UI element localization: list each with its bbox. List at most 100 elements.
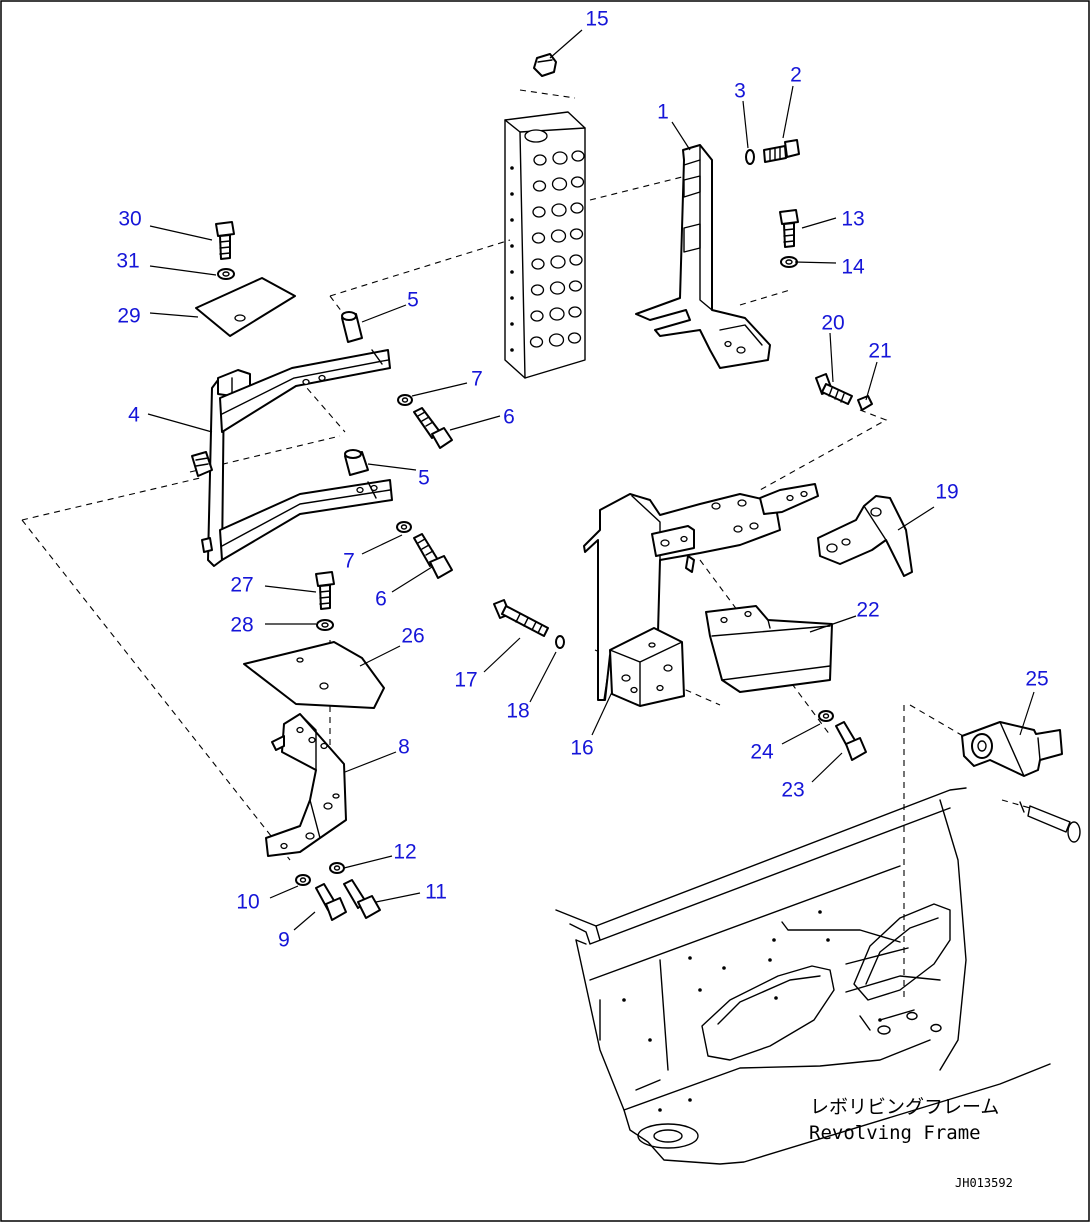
callout-c31: 31 — [116, 250, 139, 273]
valve-block — [504, 111, 586, 379]
leader-c8 — [344, 751, 397, 773]
part-6-bolt-upper — [413, 407, 453, 449]
leader-c17 — [483, 637, 521, 673]
leader-c5b — [367, 463, 417, 471]
callout-c28: 28 — [230, 614, 253, 637]
callout-c1: 1 — [657, 101, 669, 124]
part-6-bolt-lower — [413, 533, 453, 579]
part-10-washer — [295, 874, 311, 886]
part-5-spacer-upper — [341, 311, 363, 343]
leader-lines — [147, 29, 1035, 931]
leader-c9 — [293, 911, 316, 931]
leader-c22 — [809, 615, 857, 633]
callout-c16: 16 — [570, 737, 593, 760]
assembly-dash-lines — [21, 89, 971, 1000]
part-14-nut — [780, 256, 798, 268]
callout-c29: 29 — [117, 305, 140, 328]
callout-c17: 17 — [454, 669, 477, 692]
part-5-spacer-lower — [344, 449, 369, 476]
part-23-bolt — [835, 721, 867, 761]
leader-c3 — [742, 100, 749, 149]
frame-caption-english: Revolving Frame — [809, 1122, 981, 1144]
part-1-bracket — [635, 144, 771, 369]
leader-c21 — [865, 361, 878, 401]
callout-c12: 12 — [393, 841, 416, 864]
part-30-bolt — [215, 221, 235, 260]
leader-c25 — [1019, 691, 1035, 736]
leader-c7a — [411, 382, 468, 397]
leader-c4 — [147, 413, 213, 433]
leader-c6a — [449, 415, 501, 431]
callout-c23: 23 — [781, 779, 804, 802]
callout-c6b: 6 — [375, 588, 387, 611]
drawing-code: JH013592 — [955, 1176, 1013, 1190]
callout-c4: 4 — [128, 404, 140, 427]
callout-c26: 26 — [401, 625, 424, 648]
callout-c3: 3 — [734, 80, 746, 103]
part-22-tray — [705, 605, 833, 693]
leader-c23 — [811, 752, 843, 783]
callout-c7a: 7 — [471, 368, 483, 391]
callout-c21: 21 — [868, 340, 891, 363]
callout-c13: 13 — [841, 208, 864, 231]
callout-c27: 27 — [230, 574, 253, 597]
part-29-plate — [195, 277, 296, 337]
callout-c7b: 7 — [343, 550, 355, 573]
part-31-washer — [217, 268, 235, 280]
leader-c19 — [897, 506, 935, 531]
callout-c10: 10 — [236, 891, 259, 914]
part-24-washer — [818, 710, 834, 722]
leader-c11 — [375, 892, 421, 903]
leader-c5a — [361, 304, 407, 323]
callout-c11: 11 — [425, 881, 447, 904]
leader-c24 — [781, 723, 821, 745]
leader-c16 — [591, 691, 613, 736]
part-7-washer-lower — [396, 521, 412, 533]
part-19-bracket — [817, 495, 913, 577]
revolving-frame — [555, 787, 1051, 1165]
callout-c6a: 6 — [503, 406, 515, 429]
callout-c24: 24 — [750, 741, 774, 764]
callout-c22: 22 — [856, 599, 879, 622]
part-21-nut — [857, 395, 873, 411]
callout-c2: 2 — [790, 64, 802, 87]
leader-c20 — [829, 332, 834, 383]
part-20-bolt — [815, 373, 853, 405]
frame-caption-japanese: レボリビングフレーム — [810, 1096, 999, 1118]
callout-c25: 25 — [1025, 668, 1048, 691]
leader-c13 — [801, 217, 837, 229]
part-25-bracket — [961, 721, 1063, 777]
part-26-plate — [243, 641, 385, 709]
leader-c2 — [782, 85, 794, 139]
leader-c30 — [149, 225, 213, 241]
part-3-washer — [745, 149, 755, 165]
leader-c27 — [264, 585, 317, 593]
leader-c7b — [361, 534, 403, 555]
callout-c5a: 5 — [407, 289, 419, 312]
callout-c8: 8 — [398, 736, 410, 759]
leader-c14 — [794, 261, 837, 264]
leader-c12 — [343, 855, 393, 869]
part-28-washer — [316, 619, 334, 631]
part-9-bolt — [315, 883, 347, 921]
callout-c5b: 5 — [418, 467, 430, 490]
part-18-washer — [555, 635, 565, 649]
part-11-bolt — [343, 879, 381, 919]
leader-c29 — [149, 312, 199, 318]
leader-c26 — [359, 645, 401, 667]
part-13-bolt — [779, 209, 799, 248]
part-7-washer-upper — [397, 394, 413, 406]
loose-bolt-right — [1001, 799, 1081, 843]
leader-c18 — [529, 651, 557, 703]
part-12-washer — [329, 862, 345, 874]
leader-c1 — [671, 121, 691, 151]
leader-c6b — [391, 566, 433, 593]
part-2-bolt — [763, 139, 800, 163]
part-4-frame — [191, 349, 393, 567]
part-16-bracket — [583, 483, 819, 707]
callout-c18: 18 — [506, 700, 529, 723]
